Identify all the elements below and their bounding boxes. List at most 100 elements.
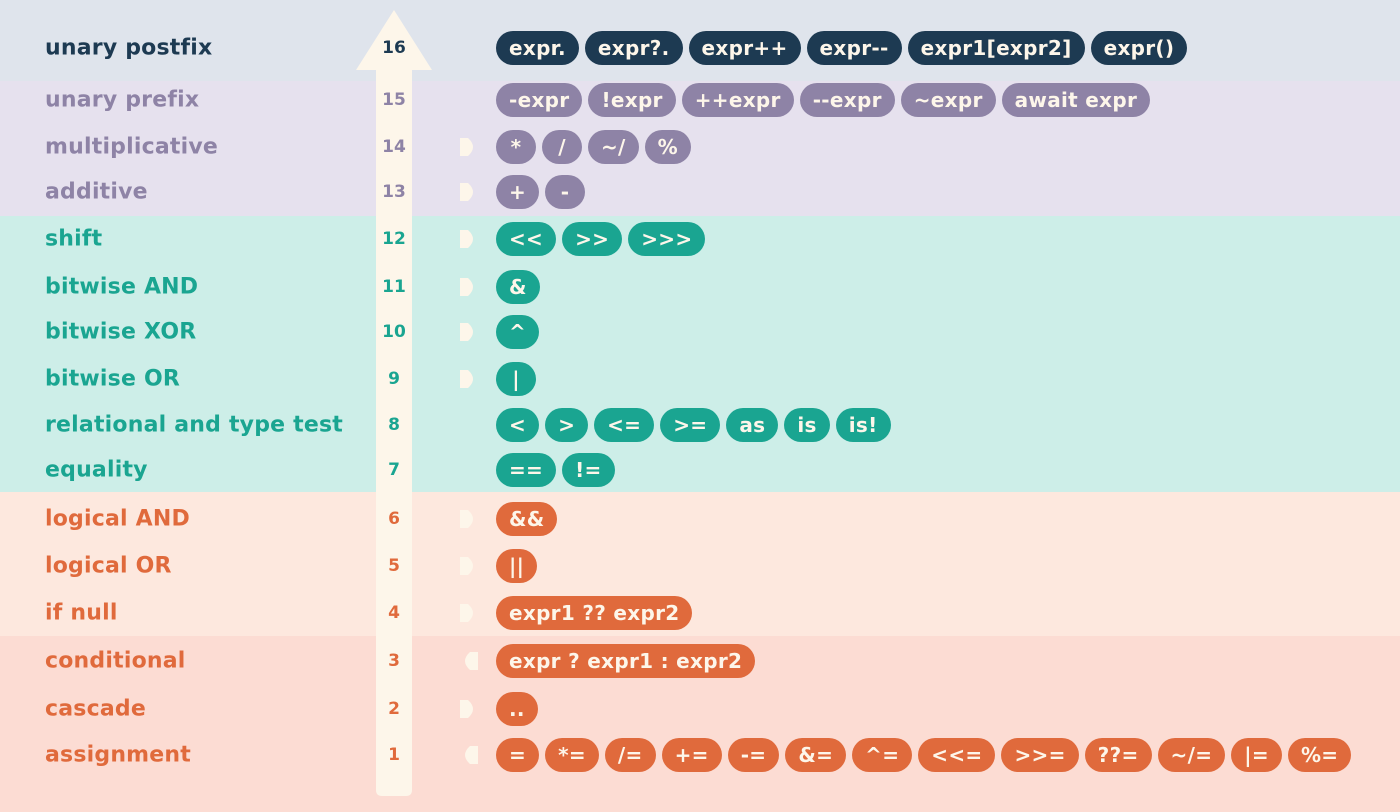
operator-pill: -expr <box>496 83 583 117</box>
precedence-level: 4 <box>388 603 400 623</box>
right-associative-icon <box>465 746 478 764</box>
operator-pill: is <box>784 408 830 442</box>
precedence-row: bitwise OR 9 | <box>0 356 1400 402</box>
operator-pill: % <box>644 130 692 164</box>
band-bitwise-relational <box>0 216 1400 492</box>
operator-pill: * <box>496 130 536 164</box>
operator-list: =*=/=+=-=&=^=<<=>>=??=~/=|=%= <box>496 738 1352 772</box>
operator-group-name: cascade <box>45 696 146 722</box>
operator-pill: < <box>496 408 540 442</box>
operator-pill: expr1 ?? expr2 <box>496 596 693 630</box>
operator-pill: <= <box>594 408 655 442</box>
precedence-level: 3 <box>388 651 400 671</box>
operator-pill: || <box>496 549 538 583</box>
operator-group-name: logical AND <box>45 506 190 532</box>
operator-pill: | <box>496 362 536 396</box>
left-associative-icon <box>460 557 473 575</box>
operator-pill: expr ? expr1 : expr2 <box>496 644 756 678</box>
operator-list: expr ? expr1 : expr2 <box>496 644 756 678</box>
operator-pill: >>> <box>628 222 706 256</box>
operator-group-name: if null <box>45 600 118 626</box>
operator-pill: -= <box>727 738 780 772</box>
left-associative-icon <box>460 230 473 248</box>
operator-group-name: assignment <box>45 742 192 768</box>
operator-pill: ??= <box>1084 738 1152 772</box>
operator-group-name: logical OR <box>45 553 172 579</box>
operator-pill: = <box>496 738 540 772</box>
operator-pill: ~/ <box>588 130 639 164</box>
operator-list: & <box>496 270 540 304</box>
operator-pill: ~expr <box>900 83 996 117</box>
operator-pill: ++expr <box>681 83 794 117</box>
operator-group-name: bitwise XOR <box>45 319 197 345</box>
operator-pill: expr1[expr2] <box>907 31 1085 65</box>
precedence-level: 7 <box>388 460 400 480</box>
operator-group-name: equality <box>45 457 148 483</box>
precedence-row: logical OR 5 || <box>0 543 1400 589</box>
left-associative-icon <box>460 183 473 201</box>
operator-group-name: shift <box>45 226 103 252</box>
left-associative-icon <box>460 370 473 388</box>
right-associative-icon <box>465 652 478 670</box>
operator-list: */~/% <box>496 130 692 164</box>
band-logical <box>0 492 1400 636</box>
precedence-row: bitwise XOR 10 ^ <box>0 309 1400 355</box>
operator-group-name: multiplicative <box>45 134 219 160</box>
precedence-level: 15 <box>382 90 406 110</box>
precedence-level: 9 <box>388 369 400 389</box>
operator-pill: expr() <box>1090 31 1188 65</box>
operator-list: expr1 ?? expr2 <box>496 596 693 630</box>
operator-pill: && <box>496 502 558 536</box>
operator-pill: >> <box>562 222 623 256</box>
precedence-level: 8 <box>388 415 400 435</box>
precedence-row: unary prefix 15 -expr!expr++expr--expr~exp… <box>0 77 1400 123</box>
precedence-row: conditional 3 expr ? expr1 : expr2 <box>0 638 1400 684</box>
operator-pill: --expr <box>799 83 895 117</box>
operator-pill: |= <box>1231 738 1282 772</box>
operator-pill: expr-- <box>806 31 902 65</box>
operator-list: .. <box>496 692 538 726</box>
operator-pill: expr. <box>496 31 579 65</box>
precedence-level: 10 <box>382 322 406 342</box>
operator-pill: ~/= <box>1157 738 1226 772</box>
operator-list: expr.expr?.expr++expr--expr1[expr2]expr(… <box>496 31 1188 65</box>
operator-group-name: unary prefix <box>45 87 200 113</box>
operator-pill: >= <box>660 408 721 442</box>
operator-list: +- <box>496 175 586 209</box>
operator-pill: %= <box>1287 738 1352 772</box>
left-associative-icon <box>460 604 473 622</box>
operator-pill: as <box>726 408 779 442</box>
operator-pill: << <box>496 222 557 256</box>
operator-pill: &= <box>785 738 847 772</box>
precedence-level: 5 <box>388 556 400 576</box>
operator-group-name: bitwise OR <box>45 366 180 392</box>
operator-pill: await expr <box>1001 83 1151 117</box>
precedence-level: 1 <box>388 745 400 765</box>
left-associative-icon <box>460 278 473 296</box>
left-associative-icon <box>460 138 473 156</box>
operator-pill: !expr <box>588 83 676 117</box>
operator-pill: ^ <box>496 315 540 349</box>
operator-pill: == <box>496 453 557 487</box>
operator-pill: / <box>542 130 582 164</box>
operator-pill: + <box>496 175 540 209</box>
precedence-level: 16 <box>382 38 406 58</box>
precedence-row: if null 4 expr1 ?? expr2 <box>0 590 1400 636</box>
operator-group-name: relational and type test <box>45 412 343 438</box>
operator-pill: /= <box>604 738 656 772</box>
operator-group-name: conditional <box>45 648 186 674</box>
precedence-arrow <box>356 10 432 796</box>
operator-pill: & <box>496 270 540 304</box>
operator-pill: ^= <box>852 738 913 772</box>
operator-pill: += <box>661 738 722 772</box>
